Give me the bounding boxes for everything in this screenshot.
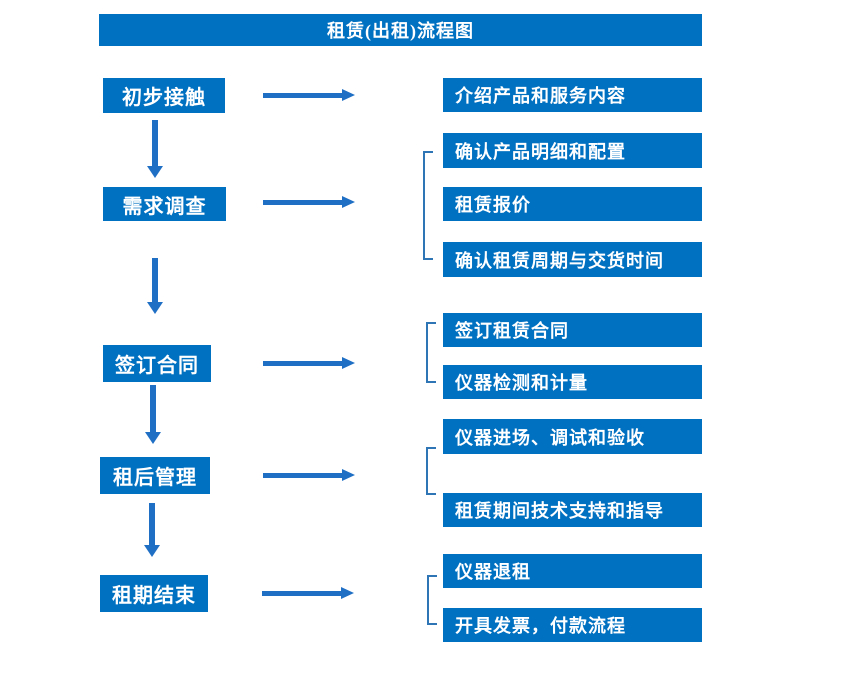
arrow-head [145, 432, 161, 444]
stage-box-post-rental: 租后管理 [100, 457, 210, 494]
down-arrow-icon [147, 258, 163, 314]
arrow-shaft [150, 385, 156, 432]
group-bracket [427, 575, 437, 625]
detail-box: 确认租赁周期与交货时间 [443, 242, 702, 277]
detail-box: 仪器检测和计量 [443, 365, 702, 399]
detail-box: 租赁期间技术支持和指导 [443, 493, 702, 527]
down-arrow-icon [147, 120, 163, 178]
down-arrow-icon [145, 385, 161, 444]
arrow-head [342, 469, 355, 481]
arrow-head [147, 166, 163, 178]
arrow-head [341, 587, 354, 599]
right-arrow-icon [263, 469, 355, 482]
arrow-shaft [152, 120, 158, 166]
detail-box: 确认产品明细和配置 [443, 133, 702, 168]
detail-box: 开具发票，付款流程 [443, 608, 702, 642]
arrow-head [342, 357, 355, 369]
right-arrow-icon [263, 89, 355, 102]
group-bracket [423, 151, 433, 260]
stage-box-initial-contact: 初步接触 [103, 78, 225, 113]
arrow-head [144, 545, 160, 557]
detail-box: 仪器进场、调试和验收 [443, 419, 702, 454]
arrow-shaft [149, 503, 155, 545]
arrow-shaft [262, 591, 341, 596]
stage-box-rental-end: 租期结束 [100, 575, 208, 612]
arrow-head [342, 89, 355, 101]
flowchart-title: 租赁(出租)流程图 [99, 14, 702, 46]
detail-box: 介绍产品和服务内容 [443, 78, 702, 112]
arrow-head [147, 302, 163, 314]
detail-box: 签订租赁合同 [443, 313, 702, 347]
arrow-shaft [263, 200, 342, 205]
stage-box-demand-survey: 需求调查 [103, 187, 226, 221]
right-arrow-icon [262, 587, 354, 600]
arrow-head [342, 196, 355, 208]
right-arrow-icon [263, 357, 355, 370]
arrow-shaft [263, 361, 342, 366]
right-arrow-icon [263, 196, 355, 209]
group-bracket [426, 322, 436, 383]
arrow-shaft [152, 258, 158, 302]
down-arrow-icon [144, 503, 160, 557]
stage-box-sign-contract: 签订合同 [103, 345, 211, 382]
detail-box: 租赁报价 [443, 187, 702, 221]
group-bracket [426, 447, 436, 495]
arrow-shaft [263, 93, 342, 98]
arrow-shaft [263, 473, 342, 478]
detail-box: 仪器退租 [443, 554, 702, 588]
